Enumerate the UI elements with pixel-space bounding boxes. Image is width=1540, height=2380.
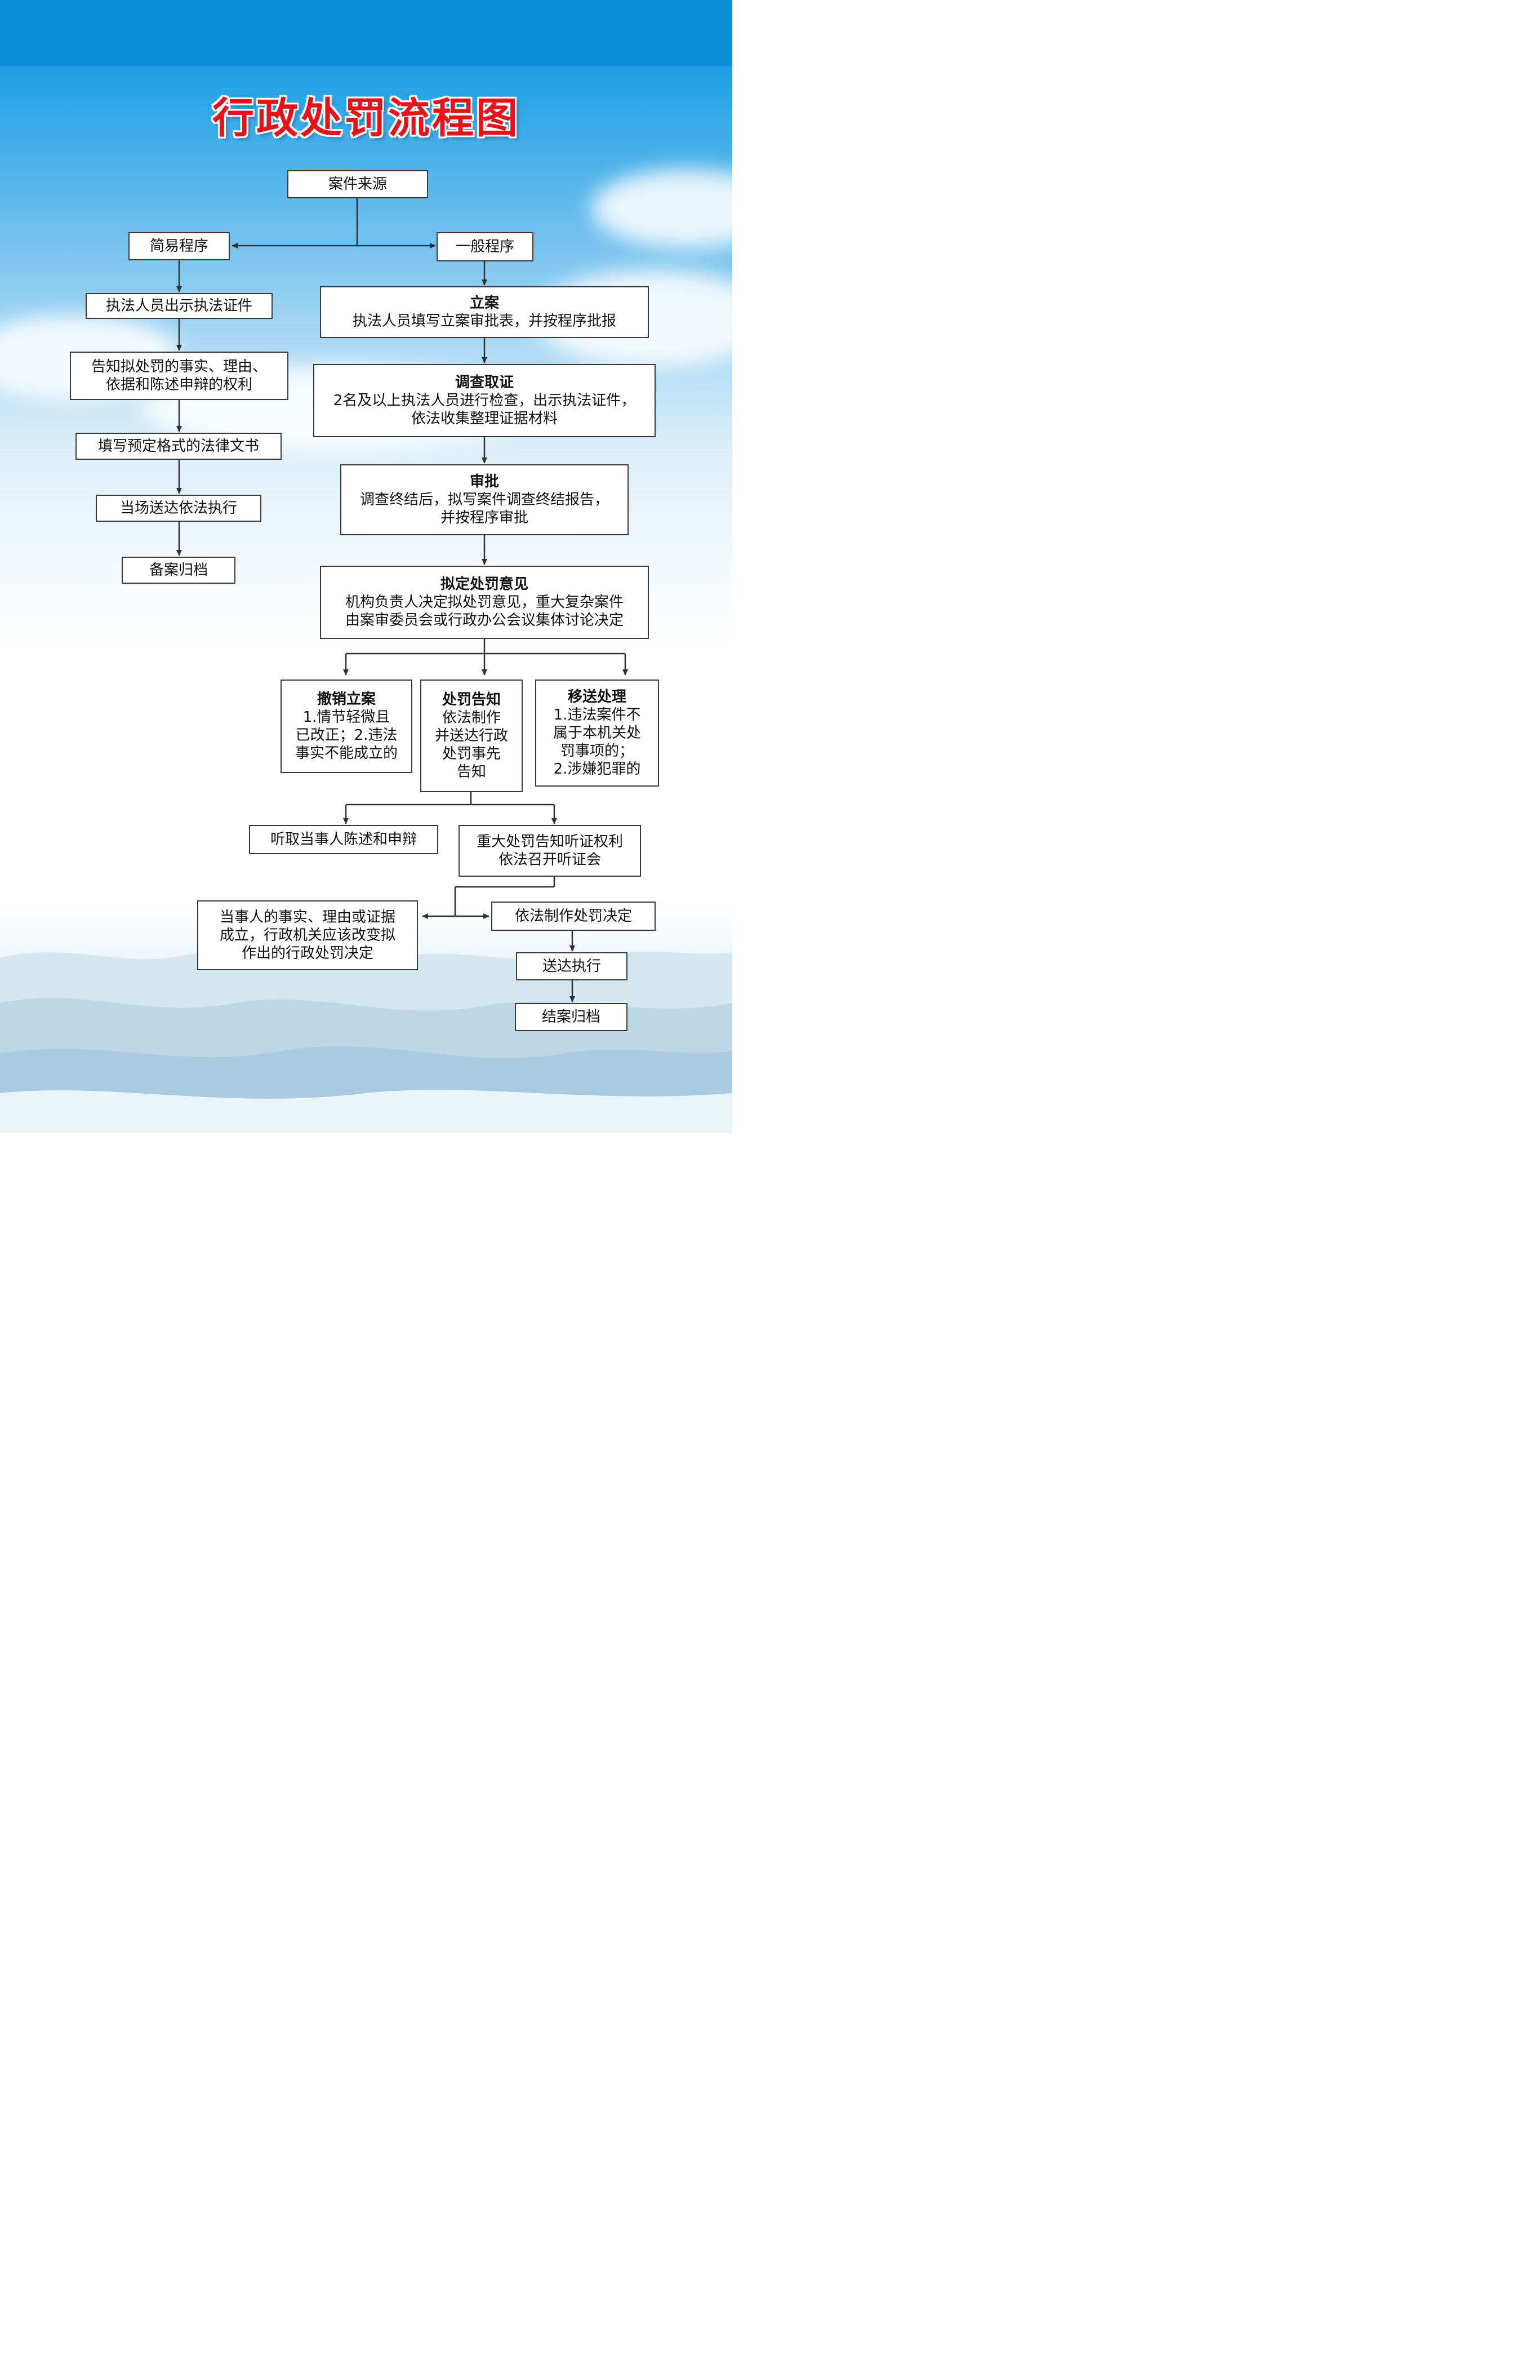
node-line: 2.涉嫌犯罪的: [553, 761, 641, 778]
poster-background: 行政处罚流程图: [0, 0, 732, 1133]
sky-band: [0, 0, 732, 66]
node-revoke-filing: 撤销立案 1.情节轻微且 已改正；2.违法 事实不能成立的: [281, 680, 412, 773]
node-title: 处罚告知: [442, 691, 501, 708]
node-transfer: 移送处理 1.违法案件不 属于本机关处 罚事项的； 2.涉嫌犯罪的: [535, 680, 659, 787]
node-label: 填写预定格式的法律文书: [97, 438, 259, 455]
node-general-procedure: 一般程序: [437, 232, 533, 261]
node-label: 一般程序: [455, 238, 514, 255]
node-line: 依法制作: [442, 709, 501, 726]
node-line: 依据和陈述申辩的权利: [105, 376, 252, 393]
node-line: 处罚事先: [442, 745, 501, 762]
node-archive-simple: 备案归档: [122, 557, 235, 584]
node-line: 罚事项的；: [560, 743, 634, 760]
node-line: 2名及以上执法人员进行检查，出示执法证件，: [333, 392, 636, 409]
node-case-source: 案件来源: [287, 170, 428, 198]
node-label: 备案归档: [149, 562, 208, 579]
node-deliver: 送达执行: [516, 952, 627, 980]
node-label: 依法制作处罚决定: [514, 908, 632, 925]
node-line: 成立，行政机关应该改变拟: [219, 927, 395, 944]
node-title: 移送处理: [567, 689, 626, 705]
node-fill-form: 填写预定格式的法律文书: [75, 433, 282, 460]
page-title: 行政处罚流程图: [212, 94, 520, 143]
mountain-decoration: [0, 951, 732, 1133]
flow-connectors: [176, 198, 628, 1002]
node-line: 告知: [456, 763, 486, 780]
node-line: 机构负责人决定拟处罚意见，重大复杂案件: [345, 594, 624, 611]
node-title: 立案: [469, 295, 499, 312]
node-line: 1.违法案件不: [553, 707, 641, 723]
node-label: 听取当事人陈述和申辩: [270, 831, 417, 848]
node-label: 简易程序: [149, 238, 208, 255]
node-label: 送达执行: [542, 958, 601, 975]
node-label: 结案归档: [541, 1009, 600, 1025]
node-line: 当事人的事实、理由或证据: [219, 909, 395, 926]
node-line: 执法人员填写立案审批表，并按程序批报: [352, 313, 616, 330]
node-draft-penalty: 拟定处罚意见 机构负责人决定拟处罚意见，重大复杂案件 由案审委员会或行政办公会议…: [320, 566, 649, 639]
node-hearing-rights: 重大处罚告知听证权利 依法召开听证会: [459, 825, 641, 877]
node-show-credentials: 执法人员出示执法证件: [86, 293, 273, 319]
node-hear-statement: 听取当事人陈述和申辩: [249, 825, 438, 854]
node-inform-rights: 告知拟处罚的事实、理由、 依据和陈述申辩的权利: [70, 352, 288, 400]
node-close-archive: 结案归档: [515, 1003, 627, 1031]
node-approval: 审批 调查终结后，拟写案件调查终结报告， 并按程序审批: [340, 464, 629, 535]
node-title: 审批: [469, 473, 499, 490]
node-label: 当场送达依法执行: [119, 500, 237, 517]
node-line: 并按程序审批: [440, 509, 528, 526]
node-line: 依法召开听证会: [498, 851, 601, 868]
node-line: 已改正；2.违法: [295, 727, 398, 744]
node-line: 属于本机关处: [553, 725, 641, 741]
node-penalty-notice: 处罚告知 依法制作 并送达行政 处罚事先 告知: [420, 680, 523, 792]
node-title: 拟定处罚意见: [440, 576, 528, 593]
node-label: 案件来源: [328, 176, 387, 193]
node-make-decision: 依法制作处罚决定: [491, 902, 656, 931]
node-investigation: 调查取证 2名及以上执法人员进行检查，出示执法证件， 依法收集整理证据材料: [313, 364, 656, 437]
node-deliver-execute: 当场送达依法执行: [96, 495, 261, 522]
node-line: 由案审委员会或行政办公会议集体讨论决定: [345, 612, 624, 629]
node-line: 作出的行政处罚决定: [241, 945, 373, 962]
node-title: 撤销立案: [317, 691, 376, 708]
node-line: 事实不能成立的: [295, 745, 398, 762]
node-line: 调查终结后，拟写案件调查终结报告，: [359, 491, 609, 508]
node-line: 告知拟处罚的事实、理由、: [91, 358, 267, 375]
node-simple-procedure: 简易程序: [128, 232, 230, 260]
node-line: 重大处罚告知听证权利: [476, 833, 623, 850]
node-title: 调查取证: [455, 374, 514, 391]
node-change-decision: 当事人的事实、理由或证据 成立，行政机关应该改变拟 作出的行政处罚决定: [197, 900, 418, 970]
node-line: 依法收集整理证据材料: [411, 410, 558, 427]
node-line: 并送达行政: [434, 727, 508, 744]
node-label: 执法人员出示执法证件: [105, 298, 252, 314]
node-line: 1.情节轻微且: [302, 709, 390, 726]
node-filing: 立案 执法人员填写立案审批表，并按程序批报: [320, 286, 649, 338]
